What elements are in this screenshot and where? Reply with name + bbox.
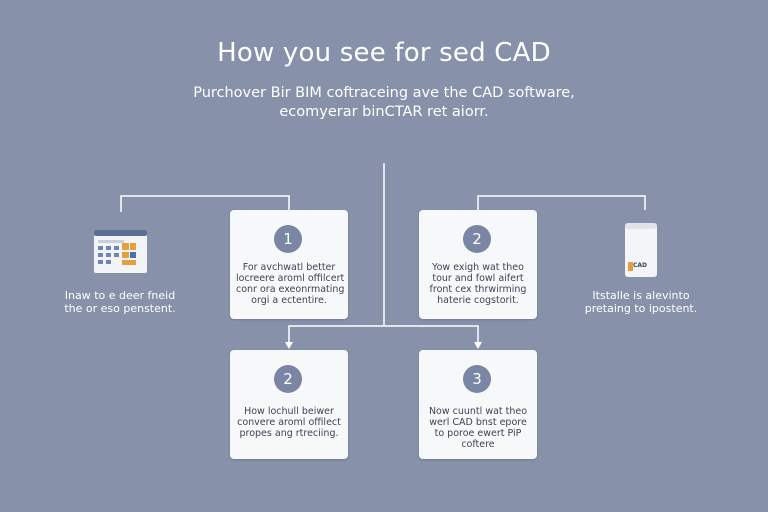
- step-text-line: conr ora exeonrmating: [236, 284, 345, 295]
- subtitle-line: Purchover Bir BIM coftraceing ave the CA…: [193, 85, 575, 101]
- caption-line: pretaing to ipostent.: [584, 301, 698, 315]
- page-title: How you see for sed CAD: [217, 38, 551, 68]
- step-number-badge: 3: [463, 365, 491, 393]
- step-text-line: to poroe ewert PiP: [434, 428, 522, 439]
- step-number-badge: 2: [463, 225, 491, 253]
- step-text-line: orgi a ectentire.: [251, 295, 327, 306]
- step-text-line: front cex thrwirming: [429, 284, 527, 295]
- step-text-line: convere aroml offilect: [237, 417, 341, 428]
- connector-right-top: [477, 195, 646, 210]
- arrow-head: [285, 342, 293, 349]
- caption-line: Itstalle is alevinto: [592, 289, 690, 302]
- step-text-line: werl CAD bnst epore: [429, 417, 527, 428]
- step-description: How lochull beiwer convere aroml offilec…: [236, 406, 342, 439]
- step-text-line: Now cuuntl wat theo: [428, 406, 528, 417]
- subtitle-line: ecomyerar binCTAR ret aiorr.: [279, 104, 489, 120]
- step-description: Now cuuntl wat theo werl CAD bnst epore …: [425, 406, 531, 450]
- step-text-line: coftere: [461, 439, 495, 450]
- step-text-line: haterie cogstorit.: [437, 295, 519, 306]
- device-label: CAD: [633, 262, 648, 269]
- device-icon: [625, 223, 657, 277]
- arrow-head: [474, 342, 482, 349]
- left-caption: Inaw to e deer fneid the or eso penstent…: [40, 289, 200, 315]
- step-description: For avchwatl better locreere aroml offil…: [236, 262, 345, 306]
- connector-left-top: [120, 195, 290, 212]
- step-card-top-right: 2 Yow exigh wat theo tour and fowl aifer…: [419, 210, 537, 319]
- step-description: Yow exigh wat theo tour and fowl aifert …: [425, 262, 531, 306]
- step-card-top-left: 1 For avchwatl better locreere aroml off…: [230, 210, 348, 319]
- step-text-line: How lochull beiwer: [244, 406, 334, 417]
- page-subtitle: Purchover Bir BIM coftraceing ave the CA…: [0, 84, 768, 122]
- step-text-line: For avchwatl better: [242, 262, 336, 273]
- step-text-line: Yow exigh wat theo: [432, 262, 524, 273]
- step-text-line: locreere aroml offilcert: [236, 273, 345, 284]
- connector-bottom-left: [288, 325, 384, 345]
- connector-bottom-right: [384, 325, 479, 345]
- step-text-line: tour and fowl aifert: [432, 273, 524, 284]
- caption-line: the or eso penstent.: [64, 301, 176, 315]
- step-text-line: propes ang rtreciing.: [239, 428, 339, 439]
- caption-line: Inaw to e deer fneid: [64, 289, 176, 302]
- step-number-badge: 2: [274, 365, 302, 393]
- step-number-badge: 1: [274, 225, 302, 253]
- right-caption: Itstalle is alevinto pretaing to iposten…: [561, 289, 721, 315]
- step-card-bottom-right: 3 Now cuuntl wat theo werl CAD bnst epor…: [419, 350, 537, 459]
- monitor-icon: [94, 230, 147, 273]
- step-card-bottom-left: 2 How lochull beiwer convere aroml offil…: [230, 350, 348, 459]
